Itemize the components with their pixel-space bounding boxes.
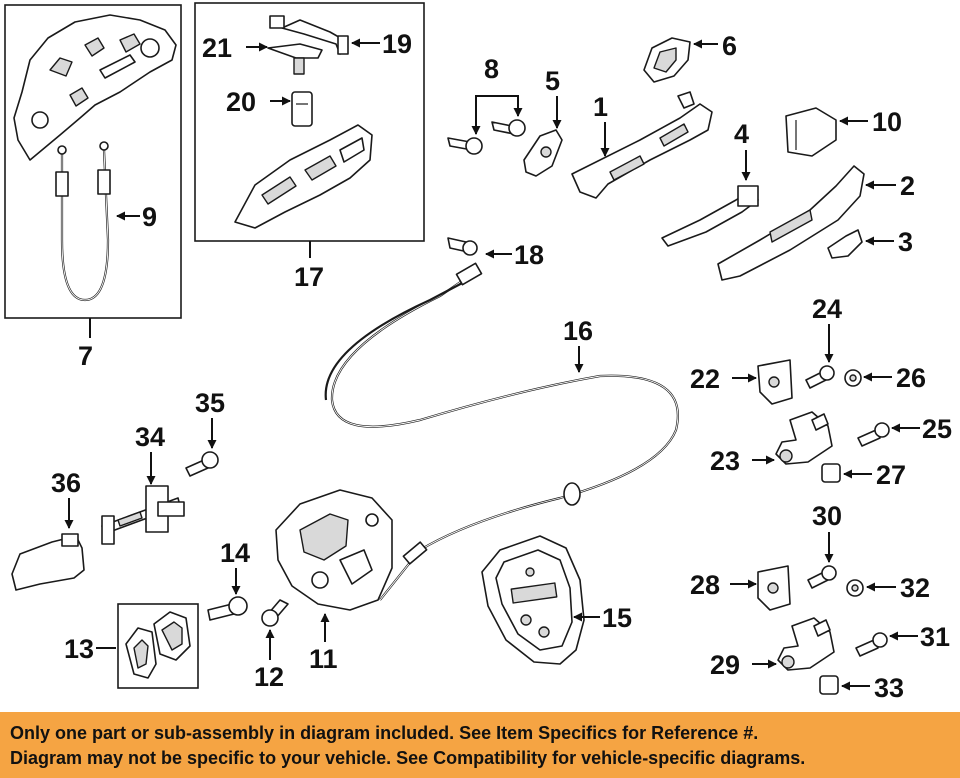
callout-26: 26 [896,363,926,393]
screw-8b-part [491,119,526,137]
callout-4: 4 [734,119,749,149]
callout-35: 35 [195,388,225,418]
cover-36-part [11,533,85,591]
callout-14: 14 [220,538,250,568]
callout-6: 6 [722,31,737,61]
hinge-28-part [757,565,791,611]
callout-5: 5 [545,66,560,96]
disclaimer-line-2: Diagram may not be specific to your vehi… [10,748,806,768]
callout-16: 16 [563,316,593,346]
cover-15-part [481,535,585,665]
handle-frame-1-part [571,91,713,199]
part-20 [291,91,313,127]
callout-1: 1 [593,92,608,122]
clip-3-part [827,229,863,259]
cap-10-part [785,107,837,157]
callout-36: 36 [51,468,81,498]
part-21 [267,43,323,75]
callout-21: 21 [202,33,232,63]
group-box-7 [4,4,182,319]
callout-18: 18 [514,240,544,270]
bracket-4-part [661,185,759,247]
callout-17: 17 [294,262,324,292]
gasket-13-part [125,611,191,679]
nut-26-part [844,369,862,387]
callout-29: 29 [710,650,740,680]
hinge-22-part [757,359,793,405]
callout-9: 9 [142,202,157,232]
disclaimer-line-1: Only one part or sub-assembly in diagram… [10,723,759,743]
bolt-24-part [805,365,835,389]
callout-22: 22 [690,364,720,394]
group-box-13 [117,603,199,689]
cable-9-part [55,141,111,302]
callout-28: 28 [690,570,720,600]
callout-23: 23 [710,446,740,476]
inside-handle-part [234,124,373,229]
callout-20: 20 [226,87,256,117]
bolt-30-part [807,565,837,589]
bushing-27-part [821,463,841,483]
cap-5-part [523,129,563,177]
callout-8: 8 [484,54,499,84]
bolt-35-part [185,451,219,477]
callout-12: 12 [254,662,284,692]
bolt-14-part [207,596,248,621]
bushing-33-part [819,675,839,695]
bolt-25-part [857,422,890,447]
callout-11: 11 [309,644,338,674]
callout-31: 31 [920,622,950,652]
callout-25: 25 [922,414,952,444]
cable-16-part [324,262,679,601]
check-arm-34-part [101,485,185,545]
hinge-23-part [775,411,833,465]
callout-27: 27 [876,460,906,490]
callout-3: 3 [898,227,913,257]
screw-12-part [261,599,289,627]
parts-diagram: 9 7 21 19 20 17 8 [4,2,952,703]
nut-32-part [846,579,864,597]
callout-33: 33 [874,673,904,703]
gasket-6-part [643,37,691,83]
hinge-29-part [777,617,835,671]
callout-7: 7 [78,341,93,371]
bolt-31-part [855,632,888,657]
callout-24: 24 [812,294,842,324]
latch-11-part [275,489,393,611]
switch-19-part [269,15,349,55]
callout-2: 2 [900,171,915,201]
callout-34: 34 [135,422,165,452]
screw-8a-part [447,137,483,155]
callout-15: 15 [602,603,632,633]
callout-10: 10 [872,107,902,137]
disclaimer-banner: Only one part or sub-assembly in diagram… [0,712,960,778]
callout-32: 32 [900,573,930,603]
outer-handle-2-part [717,165,865,281]
outside-handle-bracket-part [13,14,177,161]
callout-30: 30 [812,501,842,531]
callout-13: 13 [64,634,94,664]
callout-19: 19 [382,29,412,59]
bolt-18-part [447,237,478,256]
